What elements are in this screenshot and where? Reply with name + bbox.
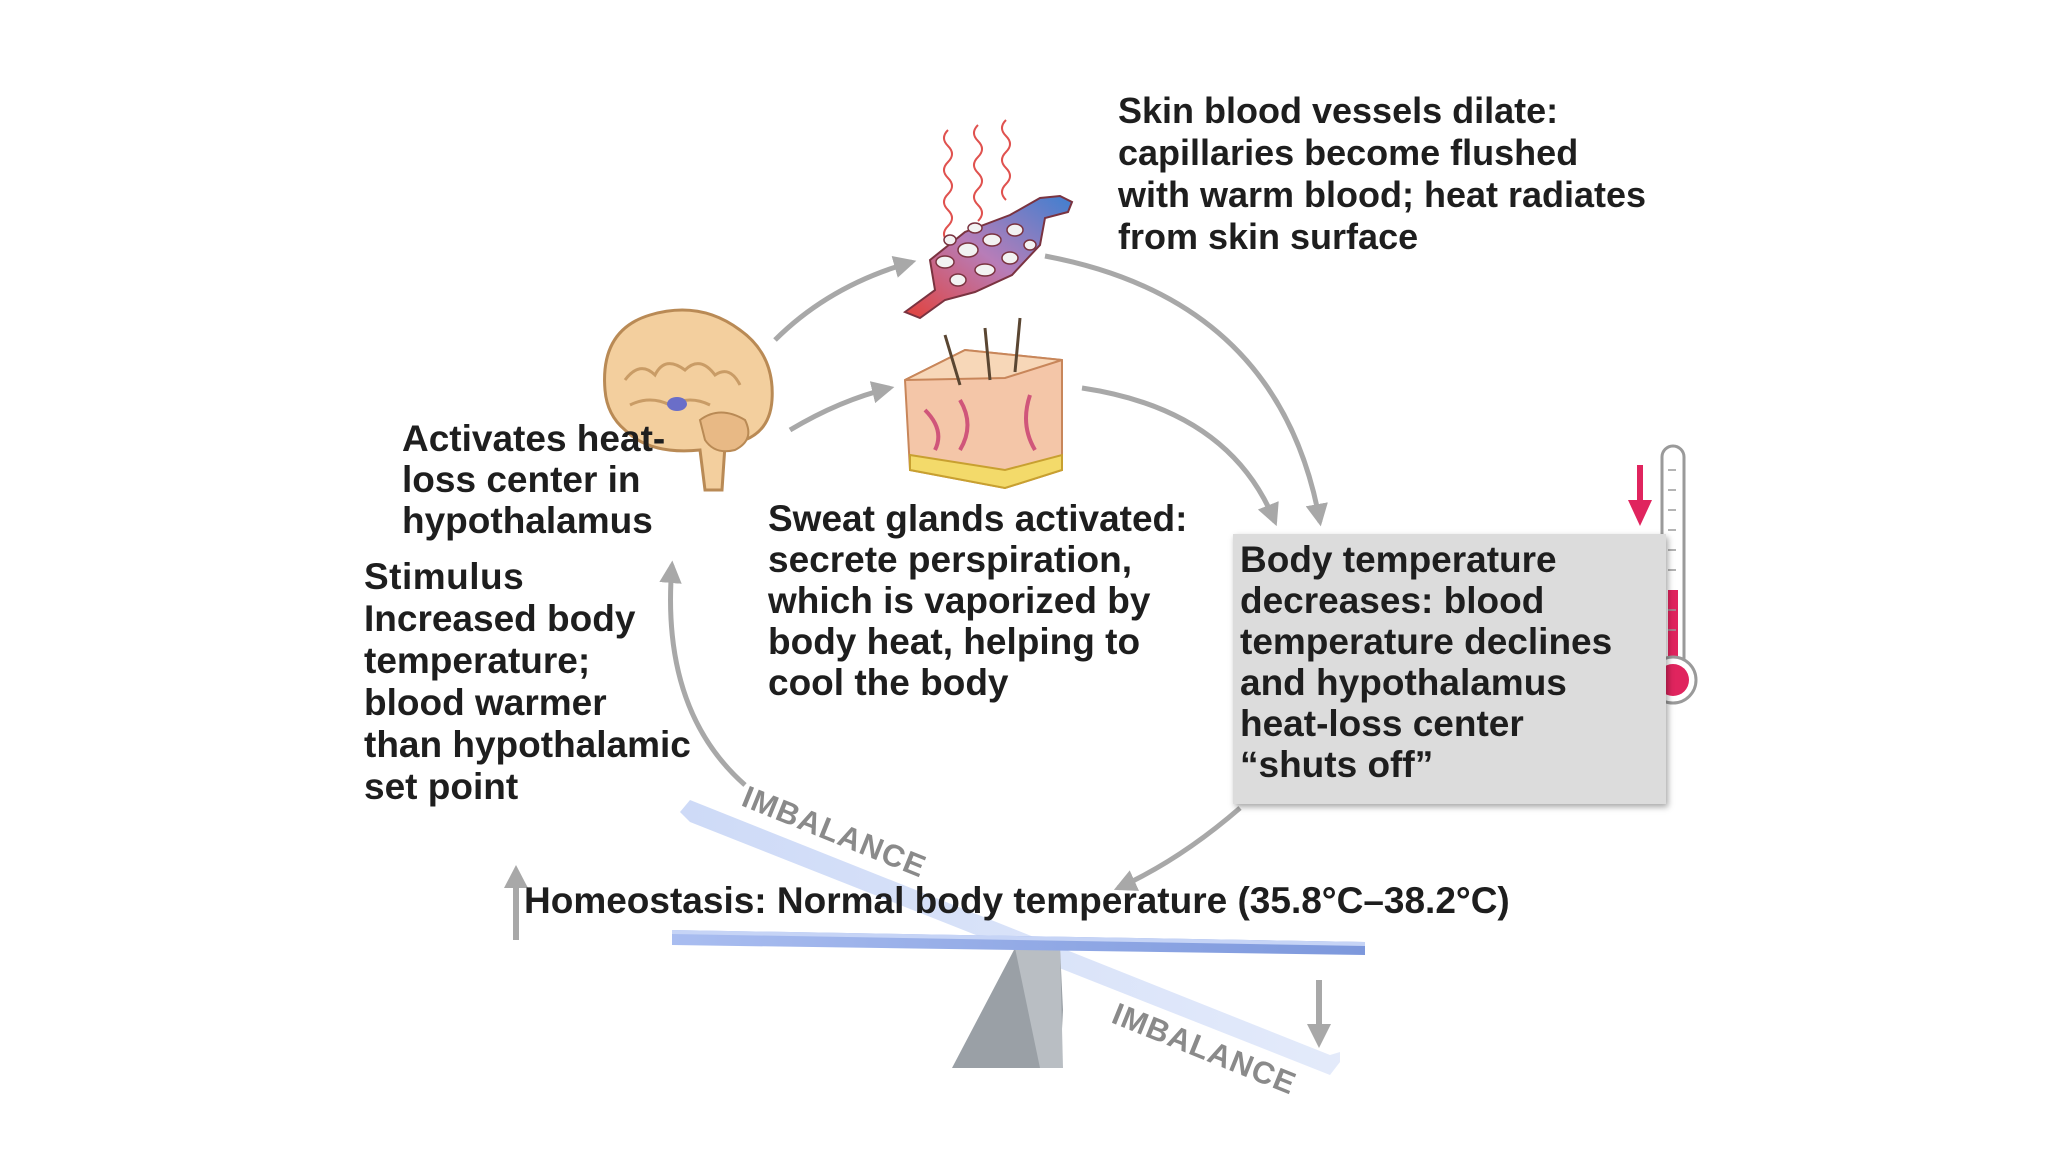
- skin-vessels-line: capillaries become flushed: [1118, 132, 1579, 173]
- body-temp-line: heat-loss center: [1240, 703, 1524, 744]
- body-temp-line: and hypothalamus: [1240, 662, 1567, 703]
- brain-icon: [603, 308, 774, 492]
- body-temp-line: Body temperature: [1240, 539, 1557, 580]
- skin-cross-section-icon: [903, 317, 1063, 490]
- stimulus-line: blood warmer: [364, 682, 607, 723]
- arrow-vessels-to-box: [1044, 253, 1328, 527]
- temperature-down-arrow-icon: [1628, 465, 1652, 526]
- arrow-brain-to-skin: [788, 381, 895, 433]
- cycle-arrows: [659, 253, 1328, 891]
- sweat-glands-line: secrete perspiration,: [768, 539, 1132, 580]
- homeostasis-description: Normal body temperature (35.8°C–38.2°C): [776, 880, 1510, 921]
- hypothalamus-text: Activates heat- loss center in hypothala…: [402, 418, 665, 541]
- skin-vessels-line: from skin surface: [1118, 216, 1419, 257]
- sweat-glands-line: body heat, helping to: [768, 621, 1141, 662]
- skin-vessels-line: Skin blood vessels dilate:: [1118, 90, 1559, 131]
- sweat-glands-line: which is vaporized by: [768, 580, 1151, 621]
- stimulus-heading: Stimulus: [364, 556, 525, 597]
- stimulus-line: temperature;: [364, 640, 591, 681]
- sweat-glands-text: Sweat glands activated: secrete perspira…: [768, 498, 1187, 703]
- up-arrow-icon: [504, 865, 528, 940]
- skin-vessels-text: Skin blood vessels dilate: capillaries b…: [1118, 90, 1646, 258]
- body-temp-line: “shuts off”: [1240, 744, 1434, 785]
- body-temp-line: decreases: blood: [1240, 580, 1545, 621]
- body-temp-line: temperature declines: [1240, 621, 1613, 662]
- hypothalamus-line: loss center in: [402, 459, 641, 500]
- capillary-network-icon: [902, 194, 1074, 320]
- heat-waves-icon: [943, 119, 1011, 243]
- sweat-glands-line: Sweat glands activated:: [768, 498, 1188, 539]
- arrow-skin-to-box: [1081, 385, 1279, 527]
- body-temperature-text: Body temperature decreases: blood temper…: [1240, 539, 1612, 785]
- arrow-stimulus-to-brain: [659, 560, 747, 787]
- stimulus-line: set point: [364, 766, 519, 807]
- stimulus-line: Increased body: [364, 598, 636, 639]
- skin-vessels-line: with warm blood; heat radiates: [1118, 174, 1647, 215]
- arrow-brain-to-vessels: [773, 256, 917, 342]
- stimulus-line: than hypothalamic: [364, 724, 691, 765]
- body-temperature-box: [1233, 534, 1666, 804]
- homeostasis-text: Homeostasis: Normal body temperature (35…: [524, 880, 1510, 922]
- arrow-box-to-homeostasis: [1113, 806, 1242, 891]
- seesaw: [672, 800, 1365, 1075]
- hypothalamus-line: hypothalamus: [402, 500, 653, 541]
- down-arrow-icon: [1307, 980, 1331, 1048]
- homeostasis-label: Homeostasis:: [524, 880, 767, 921]
- sweat-glands-line: cool the body: [768, 662, 1009, 703]
- stimulus-text: Stimulus Increased body temperature; blo…: [364, 556, 691, 808]
- hypothalamus-line: Activates heat-: [402, 418, 666, 459]
